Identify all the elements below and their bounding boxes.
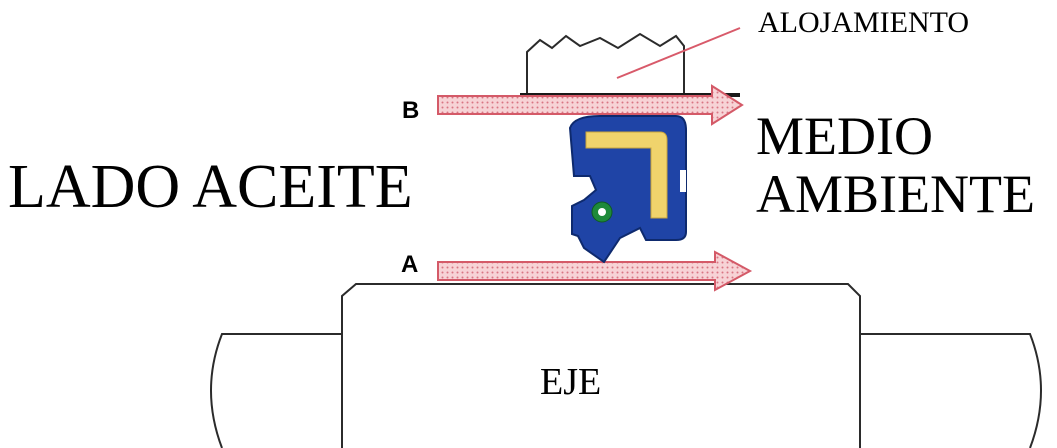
shaft-left-end	[210, 333, 352, 448]
housing-label: ALOJAMIENTO	[758, 6, 970, 39]
seal-metal-insert	[585, 131, 668, 219]
leak-path-b-arrow	[437, 84, 744, 126]
shaft-label: EJE	[540, 361, 602, 403]
seal-outer-notch	[680, 170, 686, 192]
shaft-right-end	[858, 333, 1042, 448]
environment-side-label-line1: MEDIO	[756, 106, 933, 166]
environment-side-label-line2: AMBIENTE	[756, 164, 1035, 224]
oil-seal-cross-section	[568, 115, 687, 264]
housing-leader-line	[616, 27, 741, 79]
shaft-central-body	[341, 283, 861, 448]
path-b-label: B	[402, 97, 420, 124]
shaft	[210, 283, 1042, 448]
path-a-label: A	[401, 251, 419, 278]
oil-side-label: LADO ACEITE	[8, 153, 413, 221]
garter-spring-core	[598, 208, 606, 216]
housing-block	[520, 32, 740, 97]
leak-path-a-arrow	[437, 250, 753, 292]
